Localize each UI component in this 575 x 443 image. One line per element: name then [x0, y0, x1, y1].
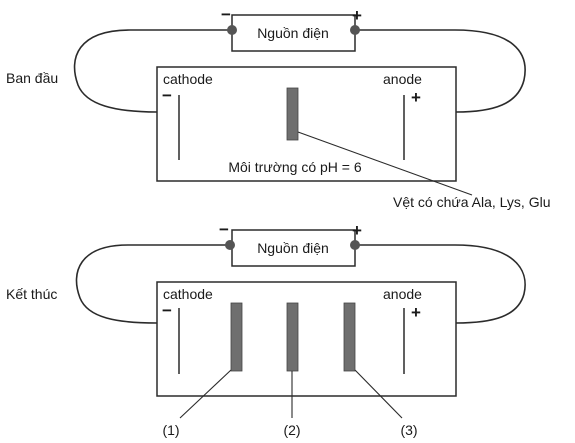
initial-diagram: Nguồn điện − + Ban đầu cathode anode − +… [6, 5, 551, 210]
top-medium-label: Môi trường có pH = 6 [228, 159, 362, 175]
bottom-band-2-label: (2) [283, 422, 300, 438]
final-diagram: Nguồn điện − + Kết thúc cathode anode − … [6, 220, 526, 438]
bottom-anode-label: anode [383, 286, 422, 302]
bottom-band-3-label: (3) [400, 422, 417, 438]
bottom-band-3 [343, 302, 356, 372]
top-wire-left [73, 29, 232, 113]
top-wire-right [355, 29, 526, 113]
bottom-positive-terminal [350, 240, 360, 250]
bottom-band-1 [230, 302, 243, 372]
bottom-wire-right [355, 244, 526, 324]
bottom-cathode-label: cathode [163, 286, 213, 302]
top-terminal-minus: − [221, 5, 231, 24]
top-power-label: Nguồn điện [257, 25, 329, 41]
top-terminal-plus: + [352, 6, 362, 25]
bottom-wire-left [75, 244, 230, 324]
top-positive-terminal [350, 25, 360, 35]
top-cathode-sign: − [162, 86, 172, 105]
bottom-power-box [231, 229, 356, 267]
bottom-cathode-sign: − [162, 301, 172, 320]
top-spot-label: Vệt có chứa Ala, Lys, Glu [393, 194, 551, 210]
bottom-power-label: Nguồn điện [257, 240, 329, 256]
bottom-tank [156, 281, 457, 397]
bottom-negative-terminal [225, 240, 235, 250]
top-anode-sign: + [411, 88, 421, 107]
bottom-band-2 [286, 302, 299, 372]
bottom-band-1-pointer [179, 369, 232, 419]
top-anode-label: anode [383, 71, 422, 87]
top-negative-terminal [227, 25, 237, 35]
bottom-band-3-pointer [354, 369, 403, 419]
top-spot-pointer [297, 131, 473, 196]
top-tank [156, 66, 457, 182]
bottom-terminal-minus: − [219, 220, 229, 239]
bottom-stage-label: Kết thúc [6, 286, 57, 302]
top-stage-label: Ban đầu [6, 70, 58, 86]
bottom-band-1-label: (1) [162, 422, 179, 438]
bottom-terminal-plus: + [352, 221, 362, 240]
top-cathode-label: cathode [163, 71, 213, 87]
bottom-anode-sign: + [411, 303, 421, 322]
top-sample-spot [286, 87, 299, 141]
